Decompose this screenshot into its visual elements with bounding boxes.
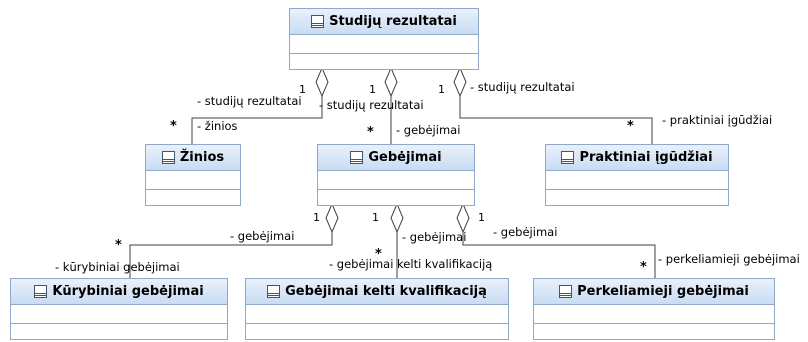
- attributes-compartment: [318, 171, 474, 190]
- multiplicity-part-bottom-mid: *: [375, 247, 382, 262]
- attributes-compartment: [290, 35, 478, 54]
- class-icon: [34, 285, 48, 298]
- multiplicity-whole-top-left: 1: [299, 83, 306, 96]
- attributes-compartment: [11, 305, 227, 324]
- class-perkeliamieji-gebejimai[interactable]: Perkeliamieji gebėjimai: [533, 278, 775, 340]
- operations-compartment: [546, 190, 728, 208]
- class-name: Žinios: [179, 150, 225, 165]
- multiplicity-part-bottom-right: *: [640, 260, 647, 275]
- class-header: Gebėjimai kelti kvalifikaciją: [246, 279, 508, 305]
- role-part-bottom-right: - perkeliamieji gebėjimai: [658, 252, 800, 266]
- multiplicity-whole-top-mid: 1: [369, 83, 376, 96]
- attributes-compartment: [546, 171, 728, 190]
- aggregation-diamond-top-right: [453, 66, 467, 98]
- multiplicity-whole-bottom-mid: 1: [372, 211, 379, 224]
- operations-compartment: [290, 54, 478, 72]
- class-gebejimai-kelti-kvalifikacija[interactable]: Gebėjimai kelti kvalifikaciją: [245, 278, 509, 340]
- multiplicity-part-top-right: *: [627, 119, 634, 134]
- role-part-top-left: - žinios: [197, 119, 238, 133]
- class-header: Perkeliamieji gebėjimai: [534, 279, 774, 305]
- multiplicity-part-top-left: *: [170, 119, 177, 134]
- role-part-bottom-mid: - gebėjimai kelti kvalifikaciją: [329, 257, 492, 271]
- class-name: Studijų rezultatai: [329, 14, 457, 29]
- class-header: Praktiniai įgūdžiai: [546, 145, 728, 171]
- class-header: Kūrybiniai gebėjimai: [11, 279, 227, 305]
- attributes-compartment: [246, 305, 508, 324]
- role-part-top-mid: - gebėjimai: [396, 123, 460, 137]
- aggregation-diamond-bottom-right: [456, 202, 470, 234]
- role-whole-bottom-left: - gebėjimai: [230, 229, 294, 243]
- aggregation-diamond-top-mid: [384, 66, 398, 98]
- class-icon: [311, 15, 325, 28]
- class-name: Kūrybiniai gebėjimai: [52, 284, 204, 299]
- class-studiju-rezultatai[interactable]: Studijų rezultatai: [289, 8, 479, 70]
- role-part-bottom-left: - kūrybiniai gebėjimai: [55, 260, 180, 274]
- aggregation-diamond-top-left: [315, 66, 329, 98]
- class-icon: [559, 285, 573, 298]
- attributes-compartment: [534, 305, 774, 324]
- operations-compartment: [146, 190, 240, 208]
- role-whole-top-right: - studijų rezultatai: [470, 80, 575, 94]
- role-whole-bottom-right: - gebėjimai: [493, 225, 557, 239]
- class-header: Studijų rezultatai: [290, 9, 478, 35]
- role-whole-top-mid: - studijų rezultatai: [319, 98, 424, 112]
- operations-compartment: [318, 190, 474, 208]
- role-whole-bottom-mid: - gebėjimai: [402, 230, 466, 244]
- class-header: Žinios: [146, 145, 240, 171]
- class-header: Gebėjimai: [318, 145, 474, 171]
- operations-compartment: [11, 324, 227, 342]
- class-praktiniai-igudziai[interactable]: Praktiniai įgūdžiai: [545, 144, 729, 206]
- connector-bottom-right: [462, 232, 656, 278]
- class-zinios[interactable]: Žinios: [145, 144, 241, 206]
- class-icon: [267, 285, 281, 298]
- operations-compartment: [534, 324, 774, 342]
- class-name: Gebėjimai kelti kvalifikaciją: [285, 284, 487, 299]
- role-part-top-right: - praktiniai įgūdžiai: [662, 113, 772, 127]
- operations-compartment: [246, 324, 508, 342]
- class-icon: [561, 151, 575, 164]
- attributes-compartment: [146, 171, 240, 190]
- aggregation-diamond-bottom-left: [325, 202, 339, 234]
- class-name: Gebėjimai: [368, 150, 442, 165]
- role-whole-top-left: - studijų rezultatai: [197, 94, 302, 108]
- multiplicity-whole-bottom-right: 1: [478, 211, 485, 224]
- connector-top-right: [459, 96, 653, 144]
- class-icon: [161, 151, 175, 164]
- class-icon: [350, 151, 364, 164]
- multiplicity-whole-bottom-left: 1: [313, 211, 320, 224]
- connector-top-left: [191, 96, 323, 144]
- class-name: Praktiniai įgūdžiai: [579, 150, 713, 165]
- multiplicity-part-top-mid: *: [367, 125, 374, 140]
- class-gebejimai[interactable]: Gebėjimai: [317, 144, 475, 206]
- multiplicity-part-bottom-left: *: [115, 238, 122, 253]
- connector-bottom-left: [129, 232, 333, 278]
- multiplicity-whole-top-right: 1: [438, 83, 445, 96]
- aggregation-diamond-bottom-mid: [390, 202, 404, 234]
- class-kurybiniai-gebejimai[interactable]: Kūrybiniai gebėjimai: [10, 278, 228, 340]
- class-name: Perkeliamieji gebėjimai: [577, 284, 749, 299]
